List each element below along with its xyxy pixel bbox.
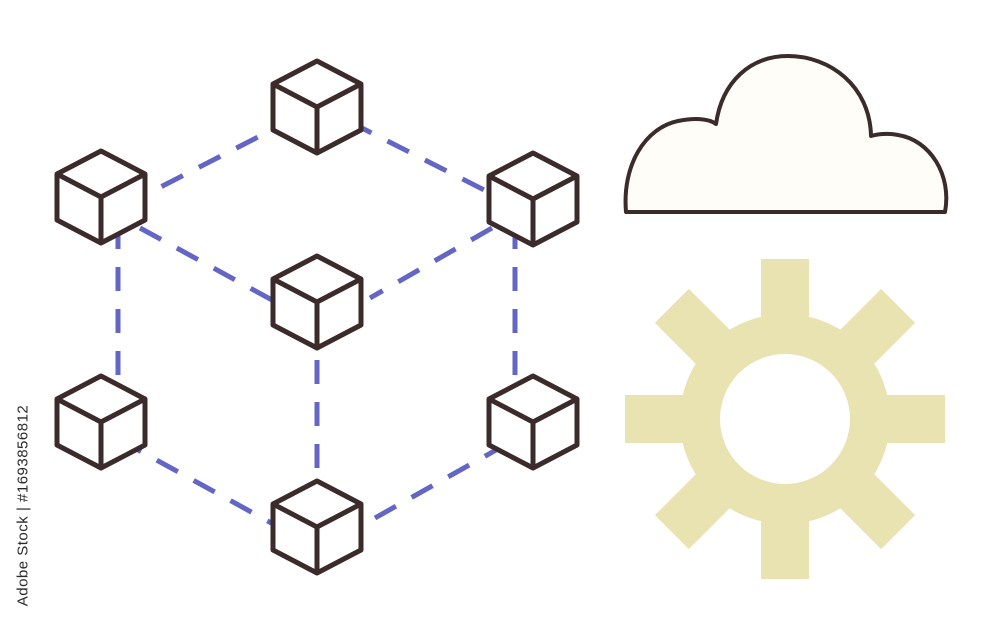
stock-id-label: Adobe Stock | #1693856812 [14, 404, 32, 606]
cube-icon [273, 481, 361, 573]
cube-icon [489, 153, 577, 245]
gear-icon [625, 259, 945, 579]
connector-top-left [143, 115, 297, 198]
cube-icon [57, 151, 145, 243]
cube-icon [57, 376, 145, 468]
cloud-icon [623, 54, 949, 214]
stock-id-watermark: Adobe Stock | #1693856812 [8, 400, 38, 610]
cube-icon [273, 61, 361, 153]
cube-icon [489, 376, 577, 468]
connector-right-center [368, 225, 494, 301]
connector-left-center [138, 225, 274, 303]
connector-bottom-left [118, 437, 277, 528]
cube-icon [273, 256, 361, 348]
connector-top-right [348, 119, 502, 201]
network-cubes [57, 61, 577, 573]
